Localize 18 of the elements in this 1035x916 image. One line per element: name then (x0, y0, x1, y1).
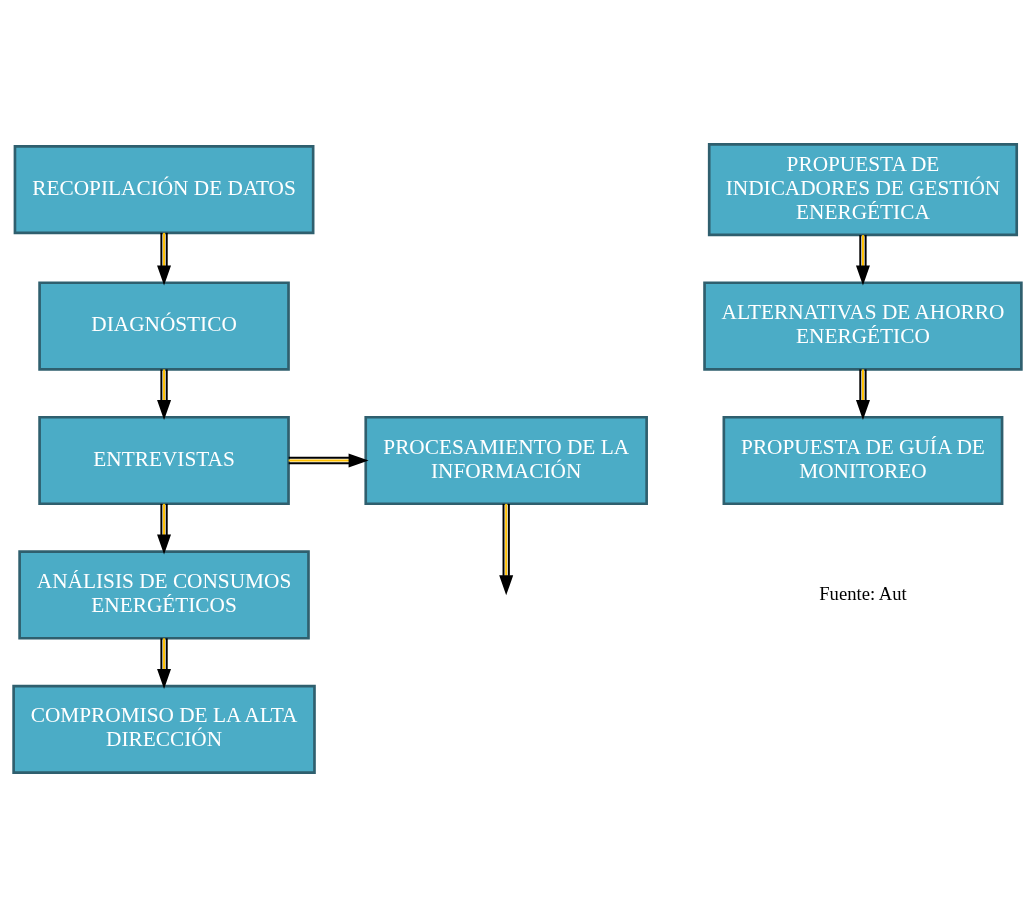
label: Fuente: Aut (819, 582, 907, 604)
node-box: PROPUESTA DE INDICADORES DE GESTIÓN ENERGÉTICA (707, 142, 1019, 236)
node-box: COMPROMISO DE LA ALTA DIRECCIÓN (12, 684, 316, 774)
arrow (157, 367, 172, 420)
node-box: PROCESAMIENTO DE LA INFORMACIÓN (364, 415, 648, 505)
node-box: ANÁLISIS DE CONSUMOS ENERGÉTICOS (18, 549, 310, 640)
arrow (157, 502, 172, 555)
arrow (287, 453, 369, 467)
arrow (157, 636, 172, 689)
arrow (855, 367, 870, 420)
node-box: DIAGNÓSTICO (38, 280, 290, 371)
arrow (855, 233, 870, 285)
arrow (499, 502, 514, 595)
node-box: PROPUESTA DE GUÍA DE MONITOREO (722, 415, 1004, 505)
arrow (157, 231, 172, 285)
node-box: RECOPILACIÓN DE DATOS (13, 144, 315, 234)
node-box: ENTREVISTAS (38, 415, 290, 505)
node-box: ALTERNATIVAS DE AHORRO ENERGÉTICO (703, 280, 1023, 371)
